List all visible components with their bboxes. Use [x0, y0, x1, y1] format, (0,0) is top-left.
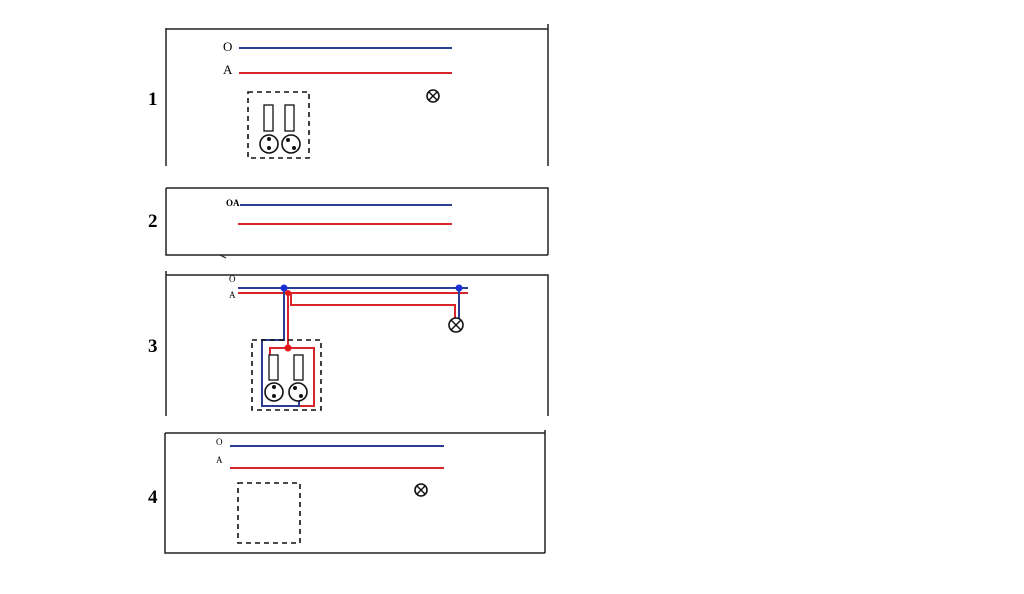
panel-1: 1 O A — [148, 24, 549, 166]
junction-dot — [455, 284, 463, 292]
junction-dot — [284, 344, 292, 352]
socket-icon — [264, 382, 284, 402]
panel-frame — [165, 271, 549, 416]
panel-number: 4 — [148, 487, 158, 508]
lamp-icon — [426, 89, 440, 103]
fuse-icon — [284, 104, 295, 132]
phase-wire-to-lamp — [290, 293, 456, 318]
fuse-icon — [268, 354, 279, 381]
panel-number: 2 — [148, 211, 158, 232]
wire-label-oa: OA — [226, 198, 240, 208]
wire-label-a: A — [223, 62, 233, 77]
lamp-icon — [414, 483, 428, 497]
junction-box-icon — [237, 482, 301, 544]
fuse-icon — [263, 104, 274, 132]
panel-4: 4 O A — [148, 430, 546, 554]
wire-label-o: O — [223, 39, 232, 54]
wire-label-o: O — [216, 437, 223, 447]
neutral-wire-to-socket — [261, 288, 300, 407]
panel-frame — [165, 24, 549, 166]
wire-label-o: O — [229, 274, 236, 284]
fuse-icon — [293, 354, 304, 381]
socket-icon — [288, 382, 308, 402]
junction-box-icon — [251, 339, 322, 411]
panel-number: 1 — [148, 89, 158, 110]
wire-label-a: A — [229, 290, 236, 300]
panel-frame — [165, 187, 549, 256]
panel-frame — [164, 430, 546, 554]
junction-dot — [285, 290, 291, 296]
panel-3: 3 O A — [148, 271, 549, 416]
junction-box-icon — [247, 91, 310, 159]
phase-wire-to-fuse-right — [288, 347, 315, 407]
panel-number: 3 — [148, 336, 158, 357]
wire-label-a: A — [216, 455, 223, 465]
lamp-icon — [448, 317, 464, 333]
socket-icon — [281, 134, 301, 154]
socket-icon — [259, 134, 279, 154]
junction-dot — [280, 284, 288, 292]
panel-2: 2 OA — [148, 187, 549, 259]
